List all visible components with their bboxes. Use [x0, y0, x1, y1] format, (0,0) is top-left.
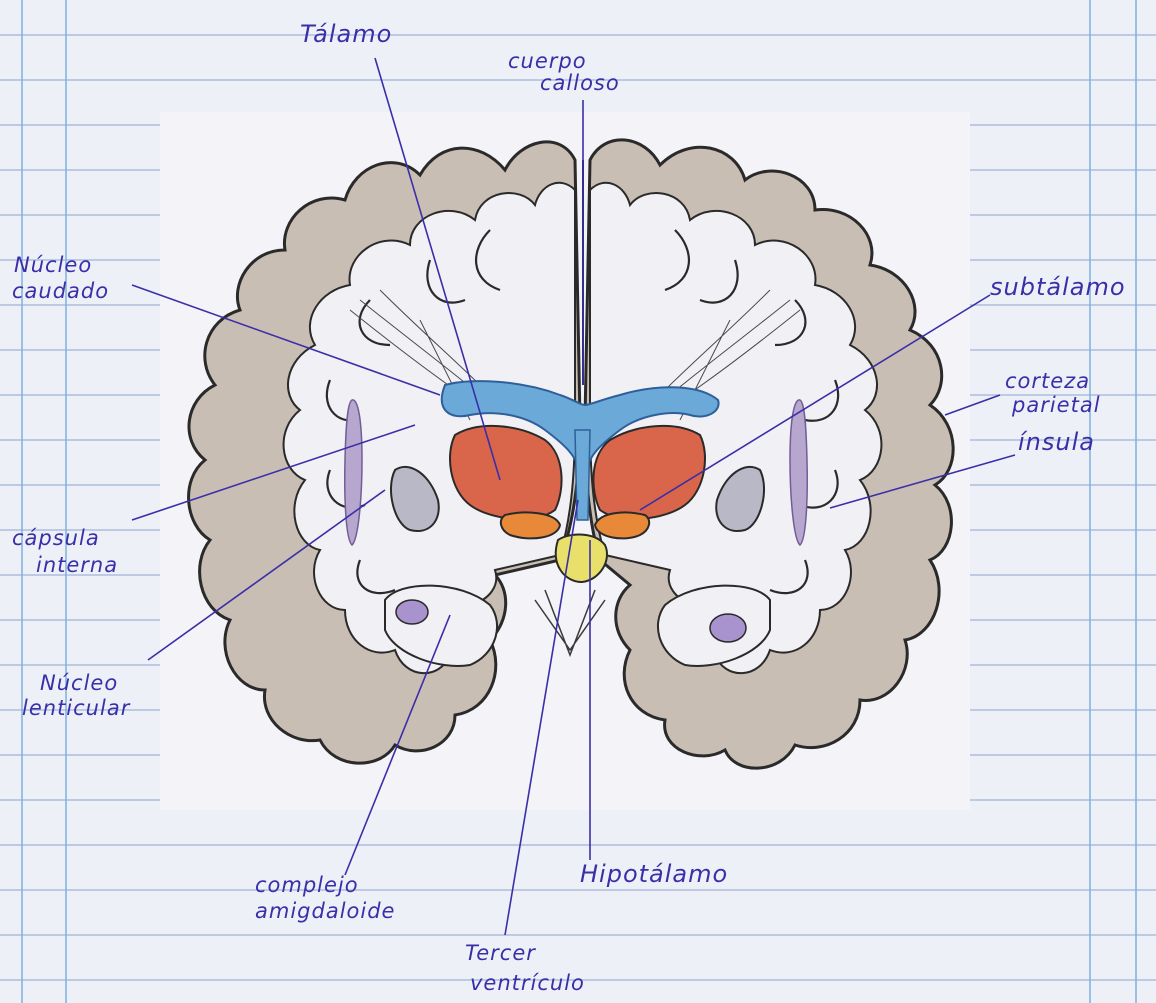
label-tercer-ventriculo-line1: Tercer: [465, 941, 536, 965]
label-capsula-interna-line2: interna: [36, 553, 118, 577]
subthalamus-left-shape: [501, 512, 560, 538]
label-nucleo-lenticular-line1: Núcleo: [40, 671, 118, 695]
label-corteza-parietal-line2: parietal: [1011, 393, 1101, 417]
label-complejo-amigdaloide-line2: amigdaloide: [255, 899, 395, 923]
label-nucleo-caudado-line1: Núcleo: [14, 253, 92, 277]
label-hipotalamo: Hipotálamo: [580, 860, 728, 888]
amygdala-left-shape: [396, 600, 428, 624]
label-cuerpo-calloso-line2: calloso: [540, 71, 620, 95]
label-tercer-ventriculo-line2: ventrículo: [470, 971, 585, 995]
amygdala-right-shape: [710, 614, 746, 642]
label-complejo-amigdaloide-line1: complejo: [255, 873, 359, 897]
label-insula: ínsula: [1018, 428, 1095, 456]
subthalamus-right-shape: [595, 512, 649, 538]
label-nucleo-caudado-line2: caudado: [12, 279, 109, 303]
label-nucleo-lenticular-line2: lenticular: [22, 696, 131, 720]
label-cuerpo-calloso-line1: cuerpo: [508, 49, 587, 73]
label-subtalamo: subtálamo: [990, 273, 1126, 301]
label-talamo: Tálamo: [300, 20, 392, 48]
label-corteza-parietal-line1: corteza: [1005, 369, 1090, 393]
label-capsula-interna-line1: cápsula: [12, 526, 100, 550]
